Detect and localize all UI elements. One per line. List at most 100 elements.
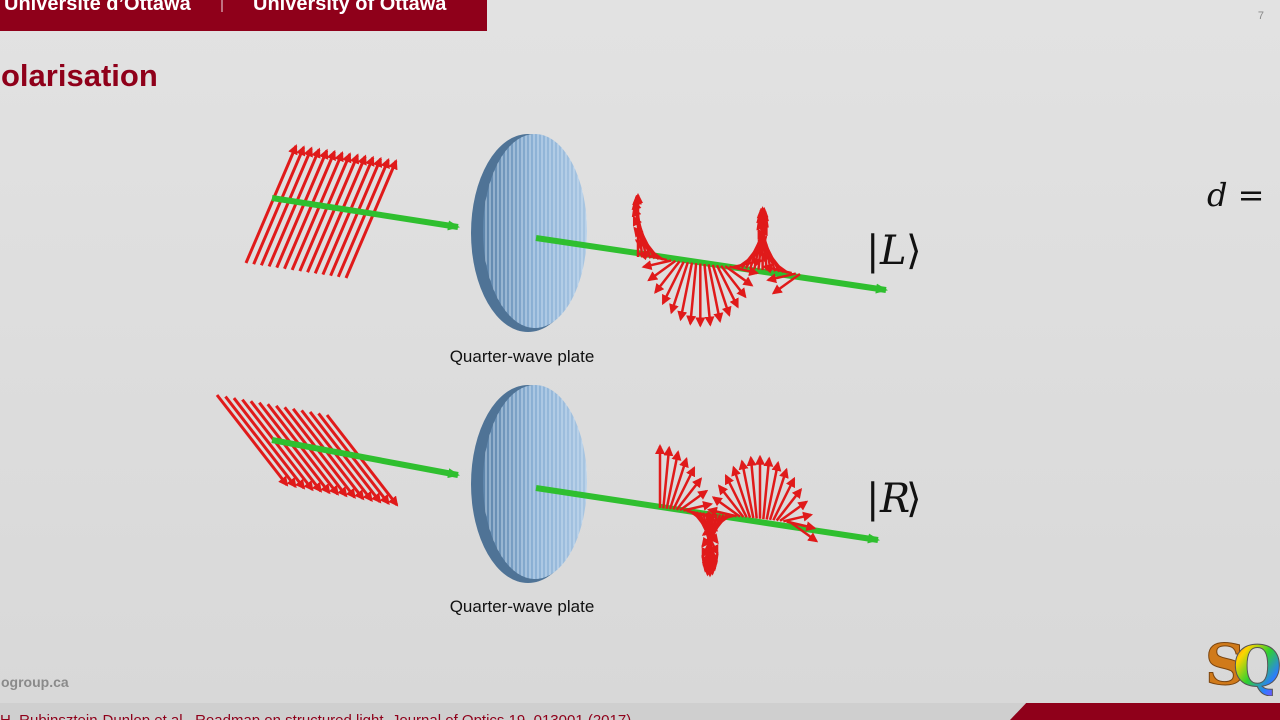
incoming-beam [271, 195, 460, 231]
field-arrow [266, 403, 339, 496]
formula: d = [1207, 176, 1264, 214]
field-arrow [661, 261, 685, 306]
field-arrow [746, 455, 758, 519]
field-arrow [241, 398, 314, 492]
top-row: Quarter-wave plate | L ⟩ [244, 134, 922, 366]
field-arrow [298, 152, 352, 272]
field-arrow [711, 496, 741, 518]
field-arrow [329, 156, 383, 277]
field-arrow [768, 467, 789, 521]
field-arrow [668, 457, 689, 510]
field-arrow [679, 489, 709, 512]
page-number: 7 [1257, 10, 1264, 22]
field-arrow [321, 155, 375, 276]
outgoing-beam [535, 235, 888, 294]
field-arrow [711, 264, 732, 317]
university-banner: Université d’Ottawa University of Ottawa [0, 0, 487, 31]
ket-left: | L ⟩ [866, 228, 922, 274]
field-arrow [731, 465, 752, 519]
field-arrow [703, 514, 734, 526]
field-arrow [762, 456, 774, 520]
field-arrow [244, 144, 298, 264]
field-arrow [291, 407, 365, 501]
field-arrow [258, 401, 331, 495]
field-arrow [647, 259, 677, 282]
field-arrow [260, 146, 313, 266]
citation: H. Rubinsztein-Dunlop et al., Roadmap on… [0, 712, 631, 720]
field-arrow [717, 484, 745, 518]
field-arrow [308, 411, 382, 504]
field-arrow [672, 466, 696, 510]
field-arrow [232, 397, 306, 490]
field-arrow [267, 147, 321, 268]
footer-accent [1010, 703, 1280, 720]
bottom-row: Quarter-wave plate | R ⟩ [215, 385, 922, 616]
field-arrow [715, 264, 739, 309]
banner-separator [221, 0, 223, 12]
field-arrow [275, 404, 348, 498]
field-arrow [703, 263, 715, 327]
field-arrow [641, 259, 672, 271]
field-arrow [224, 395, 297, 489]
field-arrow [249, 400, 323, 493]
field-arrow [290, 151, 344, 271]
field-arrow [317, 412, 390, 506]
plate-label: Quarter-wave plate [450, 597, 595, 616]
field-arrow [634, 239, 664, 261]
field-arrow [771, 272, 801, 295]
plate-label: Quarter-wave plate [450, 347, 595, 366]
svg-text:S: S [1205, 632, 1245, 696]
field-arrow [738, 459, 755, 519]
svg-text:⟩: ⟩ [906, 476, 922, 522]
field-arrow [283, 406, 356, 499]
field-arrow [683, 500, 714, 512]
incoming-beam [271, 437, 460, 479]
field-arrow [707, 264, 724, 324]
linear-polarisation-arrows [215, 394, 399, 507]
field-arrow [765, 460, 782, 520]
svg-text:L: L [879, 228, 907, 274]
field-arrow [283, 149, 336, 270]
svg-text:⟩: ⟩ [906, 228, 922, 274]
field-arrow [637, 250, 668, 262]
field-arrow [759, 252, 789, 274]
linear-polarisation-arrows [244, 144, 398, 279]
svg-text:Q: Q [1233, 634, 1280, 696]
quarter-wave-plate [471, 385, 587, 583]
field-arrow [686, 262, 698, 326]
field-arrow [724, 265, 754, 287]
field-arrow [665, 450, 682, 509]
slide-title: olarisation [1, 58, 158, 93]
website-link[interactable]: ogroup.ca [1, 674, 69, 690]
field-arrow [677, 262, 694, 322]
field-arrow [275, 148, 329, 269]
formula-operator: = [1237, 176, 1265, 214]
field-arrow [662, 445, 674, 509]
circular-polarisation-arrows [655, 444, 819, 578]
field-arrow [706, 506, 737, 518]
field-arrow [669, 261, 690, 315]
svg-text:|: | [866, 476, 879, 522]
field-arrow [215, 394, 289, 487]
field-arrow [300, 409, 373, 502]
field-arrow [720, 264, 747, 299]
svg-text:R: R [879, 476, 910, 522]
field-arrow [675, 477, 703, 511]
field-arrow [313, 154, 367, 274]
field-arrow [336, 158, 390, 278]
university-name-en: University of Ottawa [253, 0, 447, 15]
field-arrow [766, 272, 797, 284]
field-arrow [654, 260, 681, 294]
footer-bar [0, 703, 1280, 720]
svg-text:|: | [866, 228, 879, 274]
field-arrow [783, 511, 814, 523]
field-arrow [761, 263, 792, 275]
formula-variable: d [1207, 176, 1228, 214]
field-arrow [779, 500, 809, 522]
field-arrow [306, 153, 359, 273]
university-name-fr: Université d’Ottawa [4, 0, 191, 15]
field-arrow [325, 414, 399, 507]
field-arrow [252, 145, 306, 265]
